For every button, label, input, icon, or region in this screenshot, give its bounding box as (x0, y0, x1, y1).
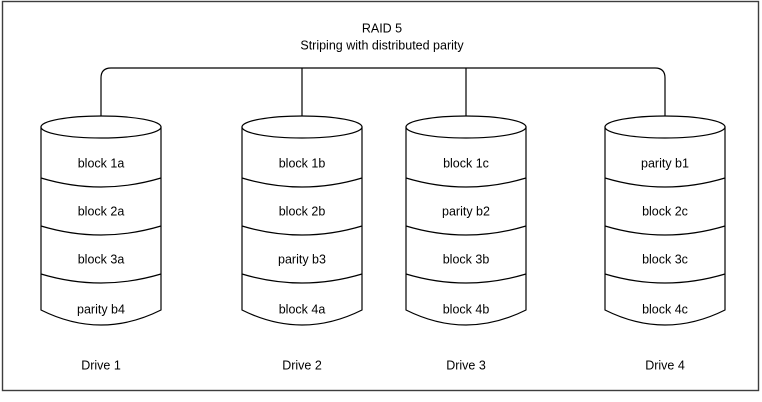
bus-horizontal-line (100, 67, 666, 128)
drive-2-divider-1 (241, 177, 363, 188)
drive-1-body (40, 126, 162, 326)
drive-2-body (241, 126, 363, 326)
drive-1-block-4: parity b4 (77, 302, 125, 316)
drive-2-block-3: parity b3 (278, 252, 326, 266)
drive-3-block-4: block 4b (443, 302, 490, 316)
drive-3-divider-3 (405, 273, 527, 284)
drive-2-block-1: block 1b (279, 156, 326, 170)
drive-label-4: Drive 4 (645, 358, 685, 372)
drive-label-3: Drive 3 (446, 358, 486, 372)
drive-cylinder-2[interactable]: block 1b block 2b parity b3 block 4a (241, 115, 363, 326)
drive-label-2: Drive 2 (282, 358, 322, 372)
drive-3-block-3: block 3b (443, 252, 490, 266)
drive-label-1: Drive 1 (81, 358, 121, 372)
drive-3-divider-2 (405, 225, 527, 236)
drive-1-divider-3 (40, 273, 162, 284)
drive-3-block-2: parity b2 (442, 204, 490, 218)
drive-4-block-3: block 3c (642, 252, 688, 266)
drive-1-block-2: block 2a (78, 204, 125, 218)
drive-1-block-3: block 3a (78, 252, 125, 266)
drive-4-top-ellipse (604, 115, 726, 139)
drive-4-block-4: block 4c (642, 302, 688, 316)
drive-4-divider-2 (604, 225, 726, 236)
drive-3-body (405, 126, 527, 326)
drive-4-block-1: parity b1 (641, 156, 689, 170)
drive-1-divider-2 (40, 225, 162, 236)
diagram-title-line1: RAID 5 (362, 21, 402, 35)
drive-2-block-4: block 4a (279, 302, 326, 316)
drive-3-divider-1 (405, 177, 527, 188)
drive-3-block-1: block 1c (443, 156, 489, 170)
drive-2-block-2: block 2b (279, 204, 326, 218)
diagram-title-line2: Striping with distributed parity (300, 38, 464, 52)
drive-4-block-2: block 2c (642, 204, 688, 218)
drive-1-divider-1 (40, 177, 162, 188)
drive-1-block-1: block 1a (78, 156, 125, 170)
drive-cylinder-1[interactable]: block 1a block 2a block 3a parity b4 (40, 115, 162, 326)
drive-2-divider-2 (241, 225, 363, 236)
drive-2-divider-3 (241, 273, 363, 284)
drive-2-top-ellipse (241, 115, 363, 139)
drive-cylinder-4[interactable]: parity b1 block 2c block 3c block 4c (604, 115, 726, 326)
drive-1-top-ellipse (40, 115, 162, 139)
drive-4-divider-1 (604, 177, 726, 188)
drive-4-divider-3 (604, 273, 726, 284)
drive-4-body (604, 126, 726, 326)
drive-cylinder-3[interactable]: block 1c parity b2 block 3b block 4b (405, 115, 527, 326)
drive-3-top-ellipse (405, 115, 527, 139)
